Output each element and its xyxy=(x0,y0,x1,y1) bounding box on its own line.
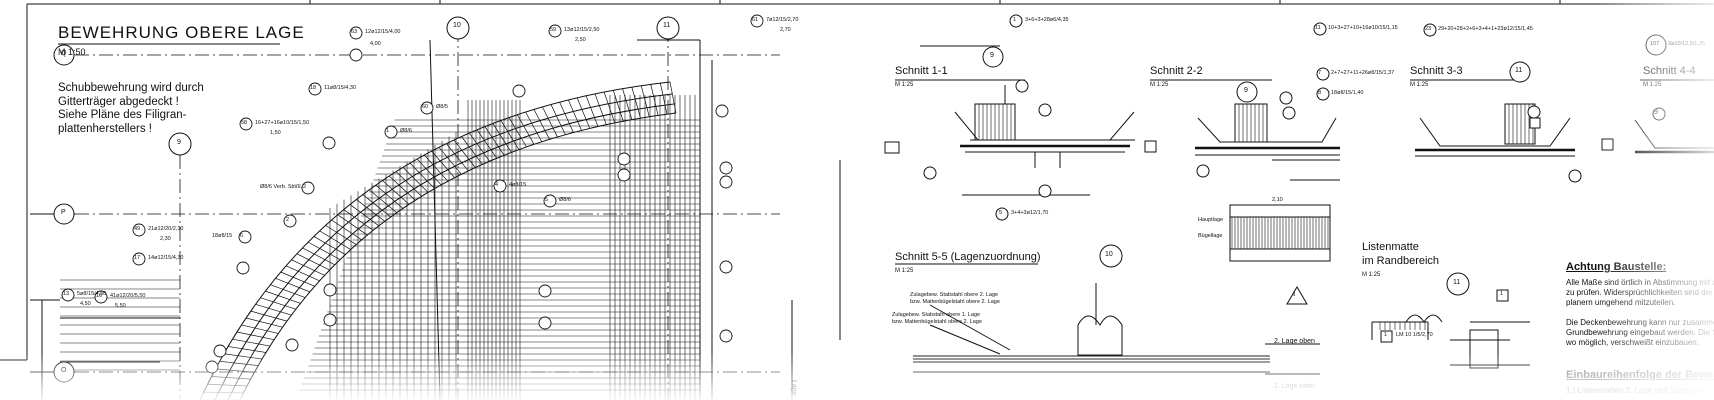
section-55-lower-label: 1. Lage oben xyxy=(1274,383,1315,390)
pos-tag-63-text: 12ø12/15/4,00 xyxy=(365,29,401,35)
pos-tag-18-no: 18 xyxy=(310,85,317,91)
pos-tag-1-no: 1 xyxy=(386,128,390,134)
shear-reinforcement-note: Schubbewehrung wird durch Gitterträger a… xyxy=(58,82,204,135)
section-3-tag-text: 29+20+28+2+6+3+4+1+23ø12/15/1,45 xyxy=(1438,26,1533,32)
drawing-title: BEWEHRUNG OBERE LAGE xyxy=(58,23,305,42)
listenmatte-axis: 11 xyxy=(1453,279,1461,286)
section-2-axis: 9 xyxy=(1244,87,1248,94)
pos-tag-49-no: 49 xyxy=(134,226,141,232)
misc-label-550: 5,50 xyxy=(115,303,126,309)
axis-label-10: 10 xyxy=(453,22,461,29)
section-55-label-1: Zulagebew. Stabstahl obere 2. Lage xyxy=(910,292,999,298)
section-55-label-1b: bzw. Mattenbügelstahl obere 2. Lage xyxy=(910,299,1000,305)
section-2-title: Schnitt 2-2 xyxy=(1150,65,1203,77)
misc-label-250: 2,50 xyxy=(575,37,586,43)
section-3-title: Schnitt 3-3 xyxy=(1410,65,1463,77)
pos-tag-6-text: 18ø8/15 xyxy=(212,233,233,239)
section-3-tag: 23 xyxy=(1425,26,1432,32)
pos-tag-4-text: 4ø8/15 xyxy=(509,182,527,188)
callout-body: Alle Maße sind örtlich in Abstimmung mit… xyxy=(1566,278,1714,347)
section-2-bottom-tag: 8 xyxy=(1318,90,1322,96)
section-2-tag-text: 10+3+27+10+16ø10/15/1,15 xyxy=(1328,25,1398,31)
section-2-tag: 11 xyxy=(1315,25,1321,31)
misc-label-450: 4,50 xyxy=(80,301,91,307)
pos-tag-59-text: 13ø12/15/2,50 xyxy=(564,27,600,33)
section-1-scale: M 1:25 xyxy=(895,82,914,88)
section-1-title: Schnitt 1-1 xyxy=(895,65,948,77)
section-1-tag: 1 xyxy=(1013,17,1017,23)
section-55-scale: M 1:25 xyxy=(895,268,914,274)
callout-heading: Achtung Baustelle: xyxy=(1566,261,1667,273)
lage-vertical-label: Lage xyxy=(790,380,797,396)
pos-tag-2-no: 2 xyxy=(303,184,307,190)
section-55-warn-label: 2. Lage oben xyxy=(1274,338,1315,345)
misc-label-230: 2,30 xyxy=(160,236,171,242)
listenmatte-dim: 2,10 xyxy=(1272,197,1283,203)
listenmatte-tag-1-text: LM 10 1/5/2,70 xyxy=(1396,332,1433,338)
listenmatte-title: Listenmatte xyxy=(1362,241,1419,253)
pos-tag-17-no: 17 xyxy=(134,255,141,261)
misc-label-2: 2 xyxy=(286,217,290,223)
pos-tag-60-text: Ø8/5 xyxy=(436,104,448,110)
misc-label-270: 2,70 xyxy=(780,27,791,33)
section-2-scale: M 1:25 xyxy=(1150,82,1169,88)
pos-tag-5-no: 5 xyxy=(545,197,549,203)
pos-tag-59-no: 59 xyxy=(550,27,557,33)
pos-tag-6-no: 6 xyxy=(240,233,244,239)
axis-label-9: 9 xyxy=(177,139,181,146)
misc-label-150: 1,50 xyxy=(270,130,281,136)
pos-tag-16-text: 41ø12/20/5,50 xyxy=(110,293,146,299)
section-55-title: Schnitt 5-5 (Lagenzuordnung) xyxy=(895,251,1041,263)
callout-heading-2: Einbaureihenfolge der Bewehr xyxy=(1566,369,1714,381)
section-2-bottom-text: 18ø8/15/1,40 xyxy=(1331,90,1364,96)
section-4-title: Schnitt 4-4 xyxy=(1643,65,1696,77)
section-3-axis: 11 xyxy=(1515,67,1523,74)
pos-tag-1-text: Ø8/6 xyxy=(400,128,412,134)
listenmatte-label-a: Hauptlage xyxy=(1198,217,1224,223)
reinforcement-bars xyxy=(60,95,1534,400)
listenmatte-subtitle: im Randbereich xyxy=(1362,255,1440,267)
pos-tag-13-no: 13 xyxy=(63,291,70,297)
listenmatte-label-b: Bügellage xyxy=(1198,233,1223,239)
pos-tag-49-text: 21ø12/20/2,30 xyxy=(148,226,184,232)
pos-tag-2-text: Ø8/6 Verb. Stößl. xyxy=(260,184,303,190)
pos-tag-5-text: Ø8/6 xyxy=(559,197,571,203)
section-1-bottom-tag: 5 xyxy=(999,210,1003,216)
pos-tag-4-no: 4 xyxy=(495,182,499,188)
axis-label-p: P xyxy=(61,209,66,216)
pos-tag-61-text: 7ø12/15/2,70 xyxy=(766,17,799,23)
pos-tag-18-text: 11ø8/15/4,30 xyxy=(324,85,357,91)
axis-label-11: 11 xyxy=(663,22,671,29)
axis-label-q: Q xyxy=(61,50,67,57)
pos-tag-61-no: 61 xyxy=(752,17,759,23)
section-4-scale: M 1:25 xyxy=(1643,82,1662,88)
pos-tag-17-text: 14ø12/15/4,30 xyxy=(148,255,184,261)
section-55-axis: 10 xyxy=(1105,251,1113,258)
section-4-axis: 9 xyxy=(1654,109,1658,116)
listenmatte-scale: M 1:25 xyxy=(1362,272,1381,278)
axis-label-o: O xyxy=(61,367,67,374)
section-3-scale: M 1:25 xyxy=(1410,82,1429,88)
pos-tag-58-text: 16+27+16ø10/15/1,50 xyxy=(255,120,310,126)
warning-icon: ! xyxy=(1293,291,1296,298)
listenmatte-tag-1: 1 xyxy=(1384,332,1388,338)
section-1-bottom-text: 3+4+3ø12/1,70 xyxy=(1011,210,1049,216)
listenmatte-tag-2: 1 xyxy=(1500,291,1504,297)
misc-label-400: 4,00 xyxy=(370,41,381,47)
pos-tag-58-no: 58 xyxy=(241,120,248,126)
section-4-tag: 107 xyxy=(1650,41,1660,47)
section-1-axis: 9 xyxy=(990,52,994,59)
callout-body-2: 1.) Listenmatten 2. Lage und Stabstahl xyxy=(1566,386,1704,395)
section-3-bottom-tag: 7 xyxy=(1318,70,1322,76)
section-4-tag-text: 2ø10/12,5/1,35 xyxy=(1668,41,1706,47)
pos-tag-13-text: 5ø8/15/4,50 xyxy=(77,291,107,297)
pos-tag-60-no: 60 xyxy=(422,104,429,110)
section-55-label-2: Zulagebew. Stabstahl obere 1. Lage xyxy=(892,312,981,318)
section-1-tag-text: 3+6+3+28ø6/4,35 xyxy=(1025,17,1069,23)
section-3-bottom-text: 2+7+27+11+26ø8/15/1,37 xyxy=(1331,70,1395,76)
section-55-label-2b: bzw. Mattenbügelstahl obere 2. Lage xyxy=(892,319,982,325)
pos-tag-63-no: 63 xyxy=(351,29,358,35)
